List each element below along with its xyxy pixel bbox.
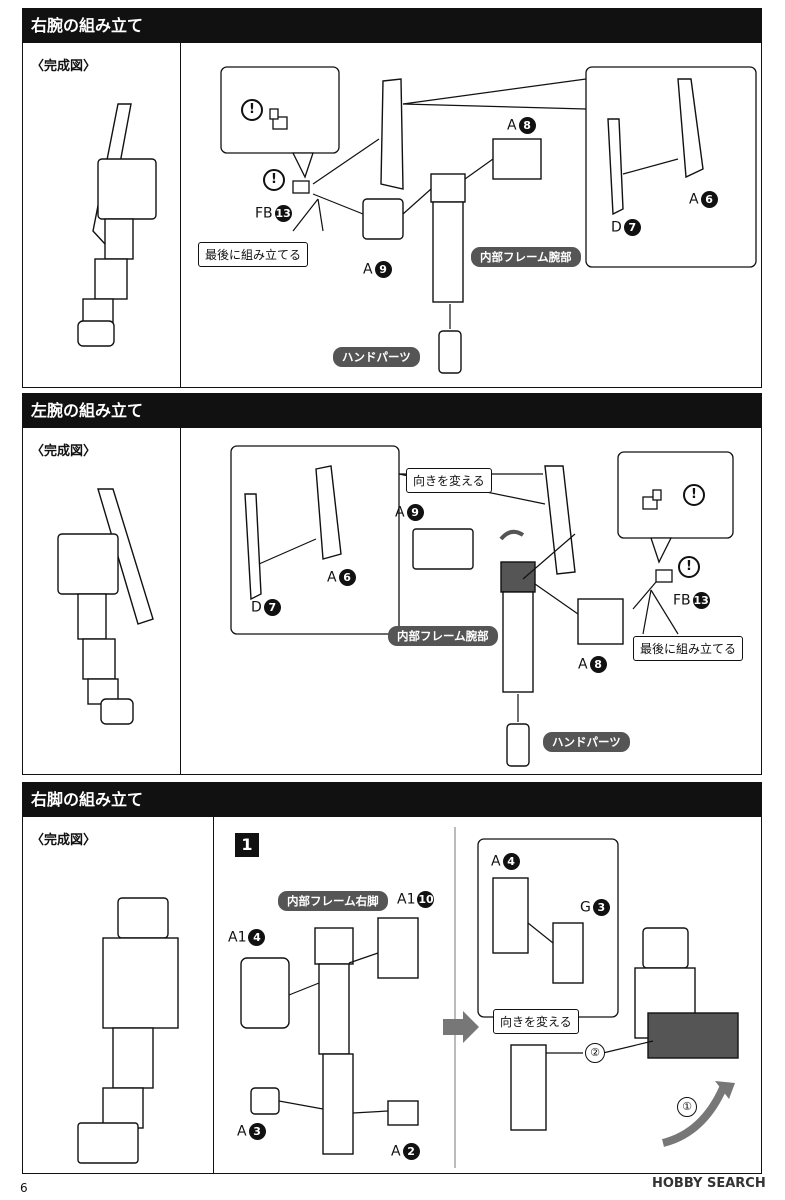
completed-label: 〈完成図〉 — [31, 833, 97, 848]
column-divider — [180, 43, 181, 387]
left-arm-section: 左腕の組み立て 〈完成図〉 — [22, 393, 762, 775]
section-title: 右腕の組み立て — [23, 9, 761, 43]
change-direction-note: 向きを変える — [493, 1009, 579, 1034]
hand-parts-label: ハンドパーツ — [333, 347, 420, 367]
left-arm-diagram — [57, 445, 734, 767]
right-leg-section: 右脚の組み立て 〈完成図〉 — [22, 782, 762, 1174]
column-divider — [180, 428, 181, 774]
step-number: 1 — [235, 833, 259, 857]
caution-icon: ! — [678, 556, 700, 578]
caution-icon: ! — [263, 169, 285, 191]
assemble-last-note: 最後に組み立てる — [633, 636, 744, 661]
inner-frame-leg-label: 内部フレーム右脚 — [278, 891, 388, 911]
step-two-marker: ② — [585, 1043, 605, 1063]
change-direction-note: 向きを変える — [406, 468, 492, 493]
assemble-last-note: 最後に組み立てる — [198, 242, 309, 267]
inner-frame-label: 内部フレーム腕部 — [471, 247, 581, 267]
inner-frame-label: 内部フレーム腕部 — [388, 626, 498, 646]
step-one-marker: ① — [677, 1097, 697, 1117]
watermark: HOBBY SEARCH — [652, 1176, 766, 1191]
column-divider — [213, 817, 214, 1173]
caution-icon: ! — [241, 99, 263, 121]
completed-label: 〈完成図〉 — [31, 444, 97, 459]
caution-icon: ! — [683, 484, 705, 506]
section-title: 左腕の組み立て — [23, 394, 761, 428]
hand-parts-label: ハンドパーツ — [543, 732, 630, 752]
right-arm-section: 右腕の組み立て 〈完成図〉 — [22, 8, 762, 388]
right-arm-diagram — [77, 66, 757, 374]
section-title: 右脚の組み立て — [23, 783, 761, 817]
completed-label: 〈完成図〉 — [31, 59, 97, 74]
page-number: 6 — [20, 1181, 28, 1195]
right-leg-diagram — [77, 827, 739, 1168]
